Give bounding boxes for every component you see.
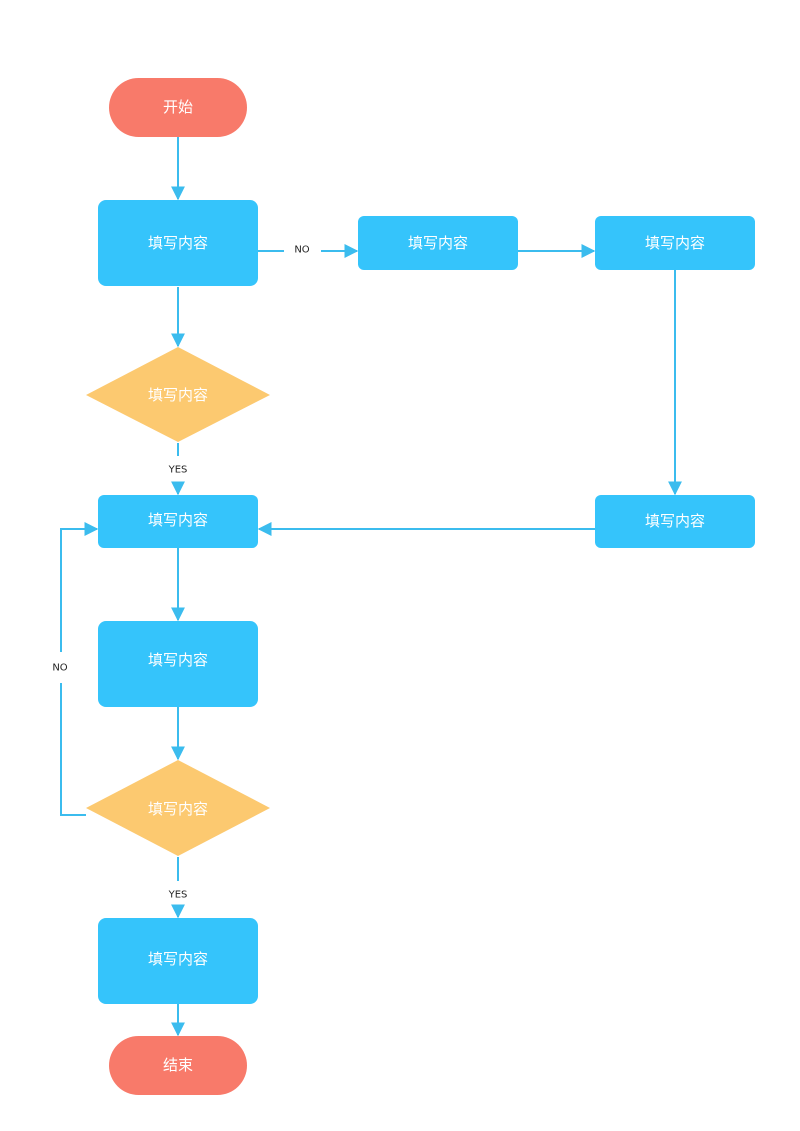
decision-1-label: 填写内容 [148, 386, 208, 404]
branch-1-label: 填写内容 [408, 234, 468, 252]
branch-2-label: 填写内容 [645, 234, 705, 252]
step-3-label: 填写内容 [148, 651, 208, 669]
process-box-step-2: 填写内容 [98, 495, 258, 548]
end-label: 结束 [163, 1056, 193, 1074]
step-4-label: 填写内容 [148, 950, 208, 968]
end-terminal: 结束 [109, 1036, 247, 1095]
edge-label-yes-2: YES [168, 890, 188, 901]
step-1-label: 填写内容 [148, 234, 208, 252]
start-label: 开始 [163, 98, 193, 116]
decision-diamond-2: 填写内容 [86, 760, 270, 856]
process-box-branch-2: 填写内容 [595, 216, 755, 270]
branch-3-label: 填写内容 [645, 512, 705, 530]
edge-label-yes-1: YES [168, 465, 188, 476]
start-terminal: 开始 [109, 78, 247, 137]
edge-decision2-loop-b [60, 522, 99, 652]
edge-label-no-1: NO [294, 245, 309, 256]
process-box-step-1: 填写内容 [98, 200, 258, 286]
edge-decision2-loop-a [60, 683, 86, 816]
connectors [60, 137, 682, 1037]
process-box-step-4: 填写内容 [98, 918, 258, 1004]
step-2-label: 填写内容 [148, 511, 208, 529]
decision-2-label: 填写内容 [148, 800, 208, 818]
edge-label-no-2: NO [52, 663, 67, 674]
process-box-branch-1: 填写内容 [358, 216, 518, 270]
decision-diamond-1: 填写内容 [86, 347, 270, 442]
process-box-step-3: 填写内容 [98, 621, 258, 707]
process-box-branch-3: 填写内容 [595, 495, 755, 548]
